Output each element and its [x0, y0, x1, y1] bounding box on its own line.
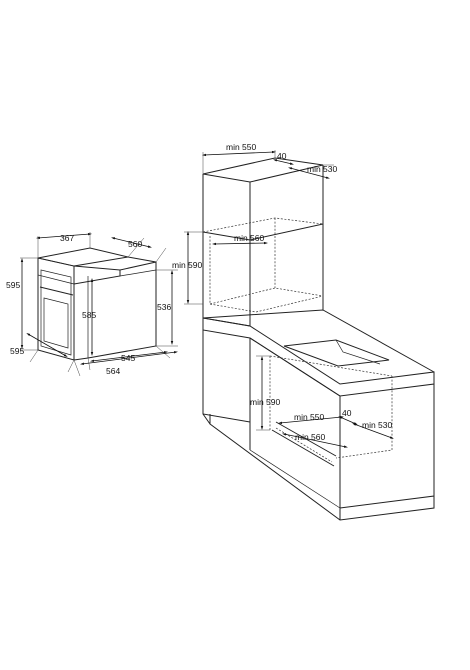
dim-label-595-width: 595 [10, 346, 24, 356]
cabinet-right-face [339, 384, 435, 509]
dim-label-560: 560 [128, 239, 142, 249]
hob-cutout [283, 339, 390, 367]
dim-label-under-min-560: min 560 [295, 432, 326, 442]
tall-unit-niche-floor [209, 295, 324, 313]
dim-label-536: 536 [157, 302, 171, 312]
dim-label-367: 367 [60, 233, 74, 243]
oven-body-top [73, 261, 157, 271]
tall-unit-niche-top [202, 223, 324, 241]
dim-arrow-under-min-550 [278, 415, 344, 425]
dim-arrow-under-min-560 [282, 433, 348, 448]
under-niche-right [335, 376, 393, 459]
cabinet-front-face [249, 337, 341, 508]
dim-label-under-min-530: min 530 [362, 420, 393, 430]
dim-arrow-367 [36, 232, 92, 240]
dim-label-tall-min-560: min 560 [234, 233, 265, 243]
countertop-back-edge [202, 309, 435, 373]
cabinet-left-face [202, 330, 251, 423]
dim-label-tall-40: 40 [277, 151, 287, 161]
under-niche-shelf [271, 421, 337, 467]
dim-arrow-560 [111, 237, 152, 248]
dim-label-595-height: 595 [6, 280, 20, 290]
dim-arrow-564 [80, 351, 178, 365]
dim-label-under-min-590: min 590 [250, 397, 281, 407]
under-niche-top [269, 355, 393, 377]
dim-arrow-595-width [26, 332, 68, 358]
oven-front-inner [40, 269, 72, 356]
dim-label-under-min-550: min 550 [294, 412, 325, 422]
dim-label-564: 564 [106, 366, 120, 376]
hob-cutout-depth [335, 339, 381, 365]
oven-drawing: 367 560 595 585 536 595 545 564 [6, 232, 178, 377]
dim-label-585: 585 [82, 310, 96, 320]
under-counter-drawing: min 590 min 550 40 min 530 min 560 [202, 309, 435, 521]
dim-label-tall-min-550: min 550 [226, 142, 257, 152]
countertop [202, 317, 435, 397]
dim-arrow-under-min-530 [352, 423, 394, 439]
dim-arrow-tall-min-530 [288, 167, 330, 179]
tall-unit-niche-floor-back [209, 287, 324, 305]
dim-label-under-40: 40 [342, 408, 352, 418]
dim-label-tall-min-590: min 590 [172, 260, 203, 270]
tall-unit-niche-back [202, 217, 324, 233]
tall-unit-left-face [202, 174, 251, 327]
oven-top [37, 247, 129, 267]
dim-arrow-tall-min-560 [212, 241, 268, 246]
oven-body-back-edge [119, 269, 157, 277]
dim-arrow-under-40 [338, 416, 358, 425]
oven-control-panel [37, 257, 75, 285]
cabinet-plinth-front [249, 449, 341, 509]
cabinet-plinth [209, 414, 435, 521]
tall-unit-top [202, 157, 324, 183]
dim-arrow-tall-40 [273, 159, 294, 165]
cabinet-plinth-base [202, 413, 341, 520]
dim-arrow-tall-min-550 [202, 150, 276, 157]
oven-body-top-edge [127, 256, 157, 263]
dim-label-tall-min-530: min 530 [307, 164, 338, 174]
tall-unit-drawing: min 550 40 min 530 min 560 min 590 [172, 142, 338, 327]
oven-door-handle [39, 286, 74, 296]
oven-body-side [73, 270, 121, 285]
oven-door-window [43, 297, 69, 349]
